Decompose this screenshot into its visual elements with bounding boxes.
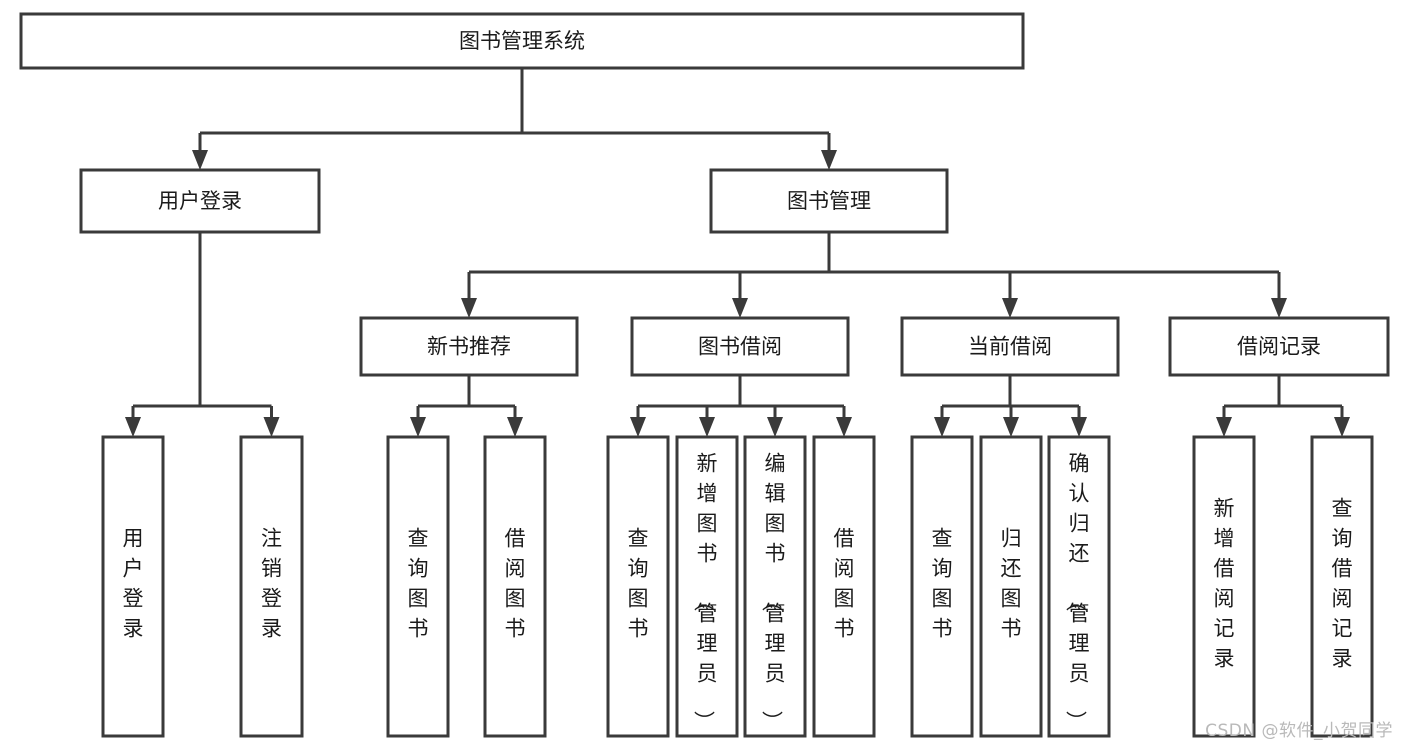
node-root-0[interactable]: 图书管理系统 <box>19 12 1025 70</box>
node-label: 查询图书 <box>932 527 953 641</box>
arrow-head-icon <box>630 417 646 437</box>
arrow-head-icon <box>192 150 208 170</box>
node-box-rect <box>1168 316 1390 377</box>
arrow-head-icon <box>767 417 783 437</box>
node-level3-3[interactable]: 借阅记录 <box>1168 316 1390 377</box>
node-label: 归还图书 <box>1001 527 1022 641</box>
arrow-head-icon <box>699 417 715 437</box>
node-label: 用户登录 <box>123 527 144 641</box>
node-label: 图书借阅 <box>698 335 782 359</box>
arrow-head-icon <box>1002 298 1018 318</box>
arrow-head-icon <box>263 417 280 437</box>
node-box-rect <box>709 168 949 234</box>
node-leaf-2[interactable]: 查询图书 <box>386 435 450 738</box>
node-label: 新增借阅记录 <box>1214 497 1235 671</box>
node-label: 新增图书（管理员） <box>692 452 718 732</box>
node-box-rect <box>979 435 1043 738</box>
node-box-rect <box>812 435 876 738</box>
node-level2-0[interactable]: 用户登录 <box>79 168 321 234</box>
node-leaf-3[interactable]: 借阅图书 <box>483 435 547 738</box>
node-leaf-6[interactable]: 编辑图书（管理员） <box>743 435 807 738</box>
node-box-rect <box>239 435 304 738</box>
connector-lines <box>125 68 1350 437</box>
node-leaf-8[interactable]: 查询图书 <box>910 435 974 738</box>
node-level3-0[interactable]: 新书推荐 <box>359 316 579 377</box>
arrow-head-icon <box>1271 298 1287 318</box>
node-label: 用户登录 <box>158 189 242 213</box>
node-label: 借阅图书 <box>834 527 855 641</box>
node-level3-1[interactable]: 图书借阅 <box>630 316 850 377</box>
node-box-rect <box>79 168 321 234</box>
node-label: 新书推荐 <box>427 335 511 359</box>
arrow-head-icon <box>410 417 426 437</box>
arrow-head-icon <box>836 417 852 437</box>
node-leaf-7[interactable]: 借阅图书 <box>812 435 876 738</box>
node-box-rect <box>386 435 450 738</box>
node-leaf-1[interactable]: 注销登录 <box>239 435 304 738</box>
node-leaf-12[interactable]: 查询借阅记录 <box>1310 435 1374 738</box>
node-label: 编辑图书（管理员） <box>760 452 786 732</box>
arrow-head-icon <box>1003 417 1019 437</box>
node-box-rect <box>606 435 670 738</box>
node-label: 确认归还（管理员） <box>1064 452 1090 732</box>
node-label: 借阅记录 <box>1237 335 1321 359</box>
node-leaf-5[interactable]: 新增图书（管理员） <box>675 435 739 738</box>
csdn-watermark: CSDN @软件_小贺同学 <box>1205 721 1393 741</box>
arrow-head-icon <box>732 298 748 318</box>
node-box-rect <box>101 435 165 738</box>
arrow-head-icon <box>1216 417 1232 437</box>
arrow-head-icon <box>934 417 950 437</box>
node-box-rect <box>19 12 1025 70</box>
node-label: 图书管理系统 <box>459 29 585 53</box>
node-leaf-11[interactable]: 新增借阅记录 <box>1192 435 1256 738</box>
arrow-head-icon <box>507 417 523 437</box>
node-label: 查询图书 <box>628 527 649 641</box>
node-leaf-4[interactable]: 查询图书 <box>606 435 670 738</box>
node-box-rect <box>1047 435 1111 738</box>
node-leaf-10[interactable]: 确认归还（管理员） <box>1047 435 1111 738</box>
node-leaf-9[interactable]: 归还图书 <box>979 435 1043 738</box>
node-boxes: 图书管理系统用户登录图书管理新书推荐图书借阅当前借阅借阅记录用户登录注销登录查询… <box>19 12 1390 738</box>
node-label: 查询图书 <box>408 527 429 641</box>
node-label: 当前借阅 <box>968 335 1052 359</box>
node-box-rect <box>675 435 739 738</box>
node-leaf-0[interactable]: 用户登录 <box>101 435 165 738</box>
node-box-rect <box>630 316 850 377</box>
node-box-rect <box>1310 435 1374 738</box>
node-label: 借阅图书 <box>505 527 526 641</box>
node-label: 查询借阅记录 <box>1332 497 1353 671</box>
arrow-head-icon <box>461 298 477 318</box>
node-box-rect <box>359 316 579 377</box>
node-box-rect <box>900 316 1120 377</box>
arrow-head-icon <box>125 417 141 437</box>
node-box-rect <box>483 435 547 738</box>
node-level2-1[interactable]: 图书管理 <box>709 168 949 234</box>
node-box-rect <box>743 435 807 738</box>
node-box-rect <box>910 435 974 738</box>
node-label: 注销登录 <box>261 527 282 641</box>
node-label: 图书管理 <box>787 189 871 213</box>
node-box-rect <box>1192 435 1256 738</box>
node-level3-2[interactable]: 当前借阅 <box>900 316 1120 377</box>
arrow-head-icon <box>1334 417 1350 437</box>
arrow-head-icon <box>1071 417 1087 437</box>
arrow-head-icon <box>821 150 837 170</box>
